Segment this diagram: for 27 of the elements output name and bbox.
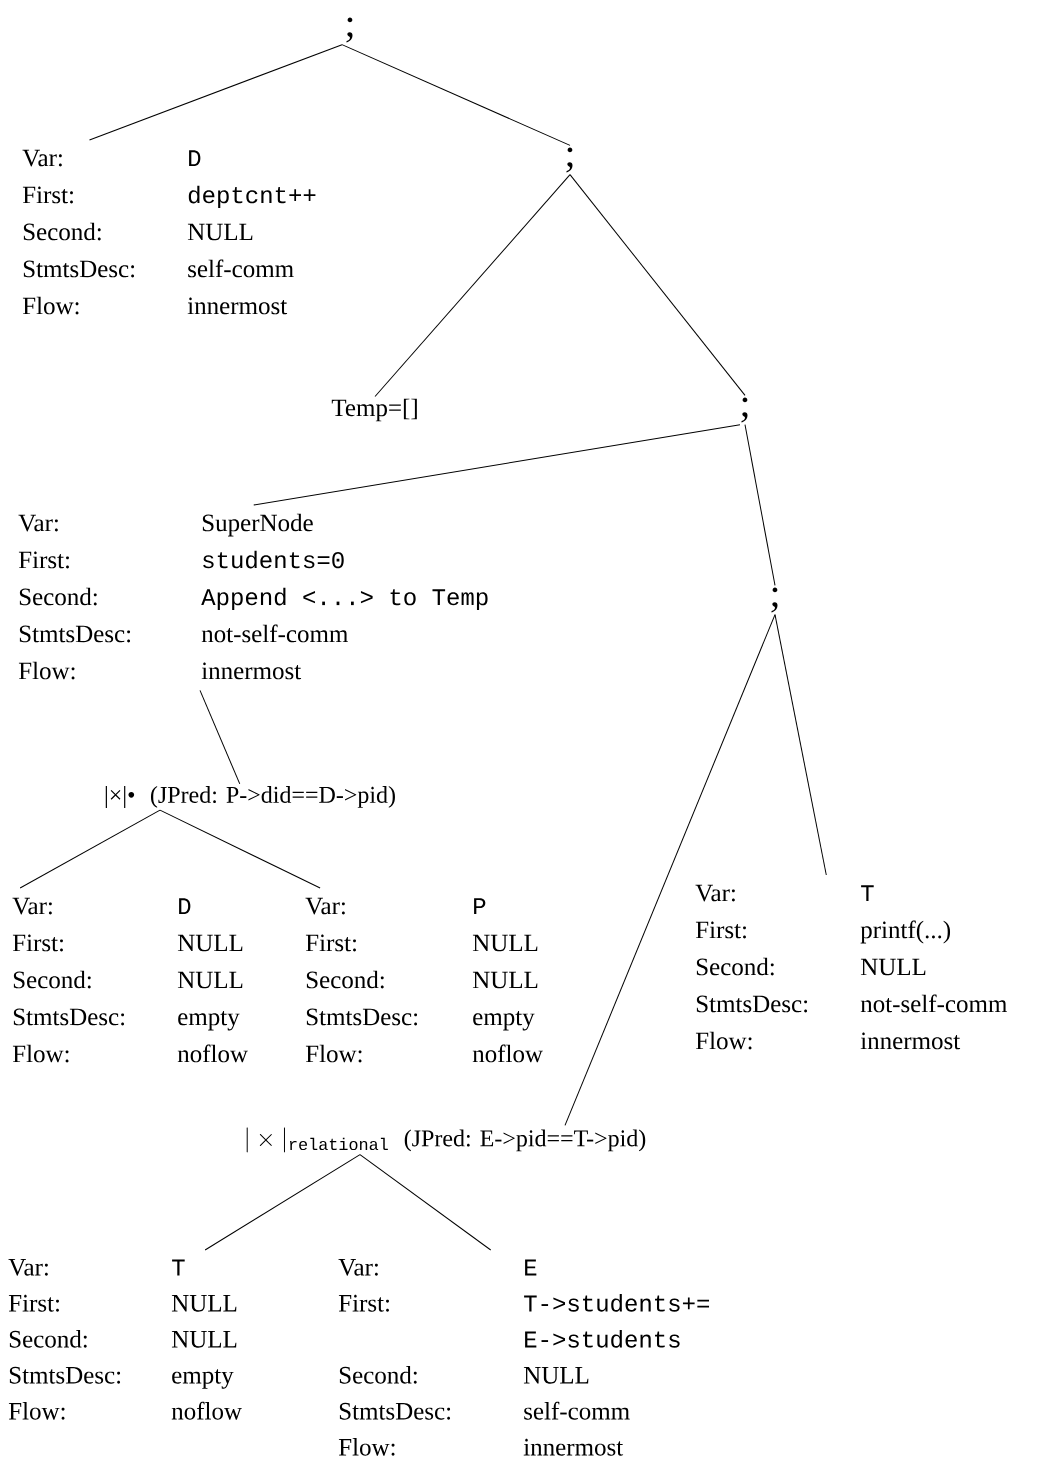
attribute-table: Var: D First: NULL Second: NULL StmtsDesc: empty Flow: noflow xyxy=(12,897,248,1063)
join-label: |×|• (JPred: P->did==D->pid) xyxy=(105,786,395,808)
operator-symbol: ; xyxy=(346,17,353,43)
tree-branch xyxy=(199,689,241,785)
tree-branch xyxy=(19,809,161,889)
operator-symbol: ; xyxy=(771,587,778,613)
tree-branch xyxy=(359,1154,492,1251)
tree-branch xyxy=(341,44,571,146)
attribute-table: Var: T First: NULL Second: NULL StmtsDesc: empty Flow: noflow xyxy=(8,1259,242,1420)
tree-branch xyxy=(744,424,776,586)
tree-branch xyxy=(159,809,321,889)
attribute-table: Var: SuperNode First: students=0 Second: Append <...> to Temp StmtsDesc: not-self-comm Flow: innermost xyxy=(18,513,488,680)
tree-branch xyxy=(569,174,746,396)
statement-label: Temp=[] xyxy=(331,398,417,422)
attribute-table: Var: T First: printf(...) Second: NULL StmtsDesc: not-self-comm Flow: innermost xyxy=(695,884,1007,1050)
tree-branch xyxy=(204,1154,361,1251)
operator-symbol: ; xyxy=(741,397,748,423)
tree-branch xyxy=(89,44,343,141)
tree-branch xyxy=(253,424,741,506)
tree-branch xyxy=(374,174,571,397)
attribute-table: Var: D First: deptcnt++ Second: NULL StmtsDesc: self-comm Flow: innermost xyxy=(22,149,316,315)
operator-symbol: ; xyxy=(566,147,573,173)
tree-branch xyxy=(774,614,827,876)
join-label: $|\times|_{\mathtt{relational}}$ (JPred: E->pid==T->pid) xyxy=(246,1127,646,1153)
attribute-table: Var: P First: NULL Second: NULL StmtsDesc: empty Flow: noflow xyxy=(305,897,543,1063)
attribute-table: Var: E First: T->students+= E->students Second: NULL StmtsDesc: self-comm Flow: innermost xyxy=(338,1259,709,1456)
tree-branch xyxy=(564,614,776,1126)
